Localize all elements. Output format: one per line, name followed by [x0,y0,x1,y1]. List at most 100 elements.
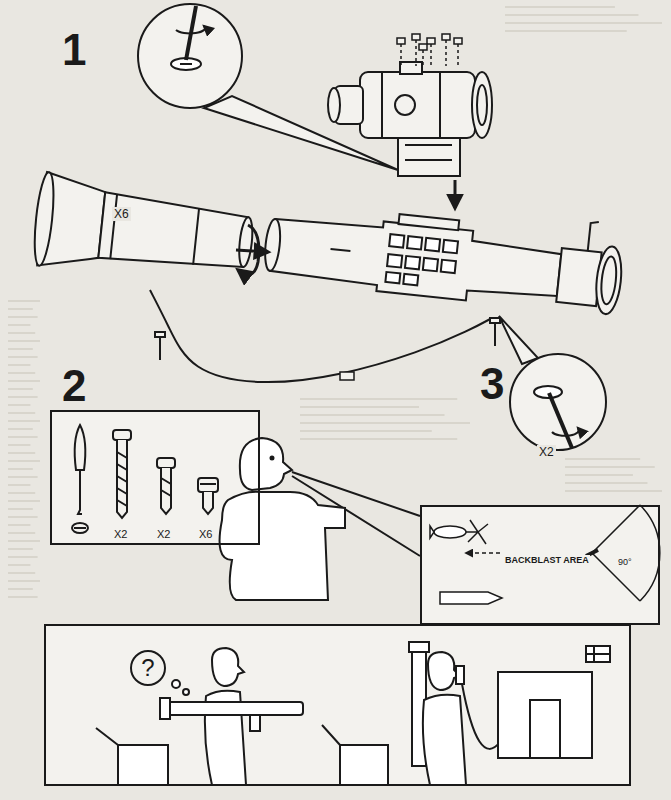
screw [397,34,462,66]
newsprint-texture [8,308,33,310]
newsprint-texture [8,412,35,414]
newsprint-texture [8,372,35,374]
launcher [407,236,422,249]
bubble-text: ? [141,655,154,681]
panel-label: 90° [617,557,633,567]
bottom-panel [45,625,630,785]
launcher [441,260,456,273]
backblast-illustration [440,592,502,604]
backblast-illustration [640,505,660,601]
parts-illustration [78,470,82,514]
newsprint-texture [8,356,38,358]
sight [328,62,492,176]
parts-illustration [72,425,218,533]
launcher [588,221,599,252]
figure [498,672,592,758]
strap [150,290,492,382]
newsprint-texture [565,490,662,492]
newsprint-texture [565,466,655,468]
newsprint-texture [565,482,647,484]
parts-illustration [157,458,175,468]
figure [212,648,244,686]
sight [360,72,475,138]
launcher [331,249,351,251]
step-number: 1 [60,25,88,74]
figure [423,695,466,785]
newsprint-texture [8,492,35,494]
newsprint-texture [300,414,445,416]
launcher [425,238,440,251]
newsprint-texture [565,458,640,460]
newsprint-texture [8,324,30,326]
parts-illustration [117,440,127,518]
backblast-illustration [434,526,466,538]
newsprint-texture [8,364,30,366]
newsprint-texture [300,406,419,408]
callout-circle [534,386,562,398]
screw [419,44,427,50]
launcher [443,240,458,253]
newsprint-texture [8,316,38,318]
figure [240,438,292,490]
callout-circle [549,393,572,448]
launcher [403,274,418,285]
figure [586,646,610,662]
screw [159,336,161,360]
figure [462,684,500,749]
newsprint-texture [8,380,40,382]
sight [395,95,415,115]
launcher [31,171,57,266]
backblast-illustration [592,505,640,601]
newsprint-texture [8,428,33,430]
quantity-label: X6 [112,207,131,221]
newsprint-texture [505,30,627,32]
backblast-illustration [430,526,434,538]
callout-circle [138,4,242,108]
launcher [237,217,254,268]
launcher [387,254,402,267]
figure [220,492,345,600]
figure [271,457,274,460]
parts-illustration [161,478,171,496]
newsprint-texture [300,430,432,432]
launcher [385,272,400,283]
sight [405,145,452,160]
figure [322,725,388,785]
newsprint-texture [505,14,638,16]
newsprint-texture [505,6,615,8]
parts-illustration [117,452,127,506]
screw [427,38,435,44]
quantity-label: X2 [157,528,170,540]
newsprint-texture [300,398,457,400]
twist-arrow [238,225,259,275]
step-number: 3 [478,359,506,408]
launcher [556,248,601,306]
newsprint-texture [8,516,38,518]
newsprint-texture [8,348,33,350]
newsprint-texture [8,572,35,574]
newsprint-texture [8,444,30,446]
quantity-label: X2 [114,528,127,540]
newsprint-texture [505,22,662,24]
screw [155,318,500,360]
launcher [385,234,458,289]
screw [412,34,420,40]
callout-circle [552,428,579,436]
newsprint-texture [8,420,40,422]
launcher [405,256,420,269]
twist-arrow [236,225,268,275]
launcher [263,218,282,271]
callout-circle [499,316,606,450]
newsprint-texture [8,548,33,550]
newsprint-texture [8,460,40,462]
parts-illustration [198,478,218,492]
figure [220,438,420,600]
newsprint-texture [565,474,633,476]
newsprint-texture [8,300,40,302]
parts-illustration [203,492,213,514]
parts-illustration [200,483,216,485]
newsprint-texture [8,540,40,542]
step-number: 2 [60,361,88,410]
